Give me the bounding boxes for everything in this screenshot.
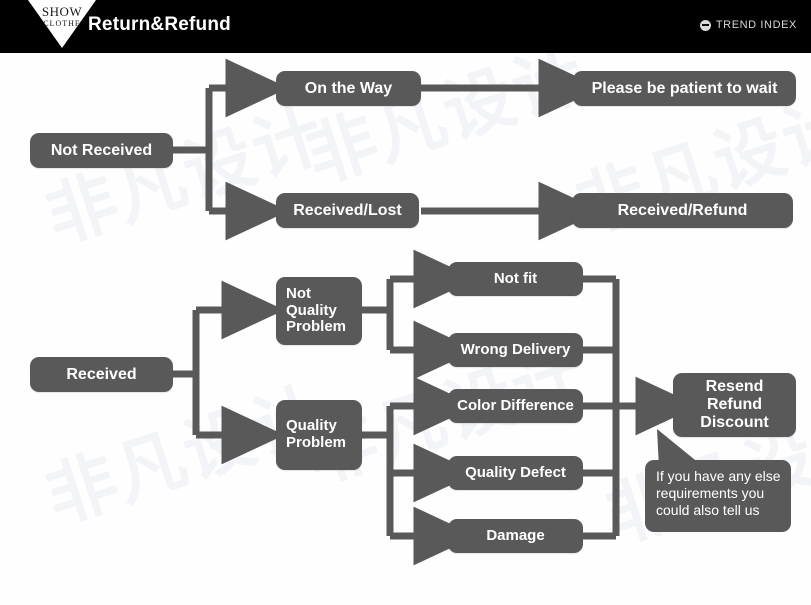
logo-primary-text: SHOW (41, 4, 83, 19)
page-title: Return&Refund (88, 14, 231, 35)
node-received[interactable]: Received (30, 357, 173, 392)
resolution-line: Refund (706, 396, 763, 414)
node-on-the-way[interactable]: On the Way (276, 71, 421, 106)
node-label-line: Not (286, 284, 311, 302)
node-wrong-delivery[interactable]: Wrong Delivery (448, 333, 583, 367)
node-received-lost[interactable]: Received/Lost (276, 193, 419, 228)
logo-triangle-icon (28, 0, 96, 48)
node-label-line: Quality (286, 417, 337, 435)
page-header: SHOW CLOTHE Return&Refund TREND INDEX (0, 0, 811, 53)
resolution-line: Discount (700, 413, 769, 431)
node-not-received[interactable]: Not Received (30, 133, 173, 168)
node-quality-problem[interactable]: Quality Problem (276, 400, 362, 470)
speech-bubble-tail (657, 429, 700, 468)
node-color-difference[interactable]: Color Difference (448, 389, 583, 423)
node-not-fit[interactable]: Not fit (448, 262, 583, 296)
resolution-line: Resend (705, 378, 764, 396)
trend-index-label: TREND INDEX (715, 19, 797, 31)
node-label-line: Quality (286, 301, 337, 319)
logo-secondary-text: CLOTHE (43, 19, 81, 28)
node-label-line: Problem (286, 318, 347, 336)
node-damage[interactable]: Damage (448, 519, 583, 553)
brand-logo: SHOW CLOTHE (28, 0, 96, 52)
node-please-be-patient-to-wait[interactable]: Please be patient to wait (573, 71, 796, 106)
node-resend-refund-discount[interactable]: Resend Refund Discount (673, 373, 796, 437)
node-label-line: Problem (286, 434, 347, 451)
node-not-quality-problem[interactable]: Not Quality Problem (276, 277, 362, 345)
trend-index-brand: TREND INDEX (699, 19, 797, 31)
node-quality-defect[interactable]: Quality Defect (448, 456, 583, 490)
note-speech-bubble: If you have any else requirements you co… (645, 460, 791, 532)
node-received-refund[interactable]: Received/Refund (572, 193, 793, 228)
trend-circle-icon (699, 19, 711, 31)
